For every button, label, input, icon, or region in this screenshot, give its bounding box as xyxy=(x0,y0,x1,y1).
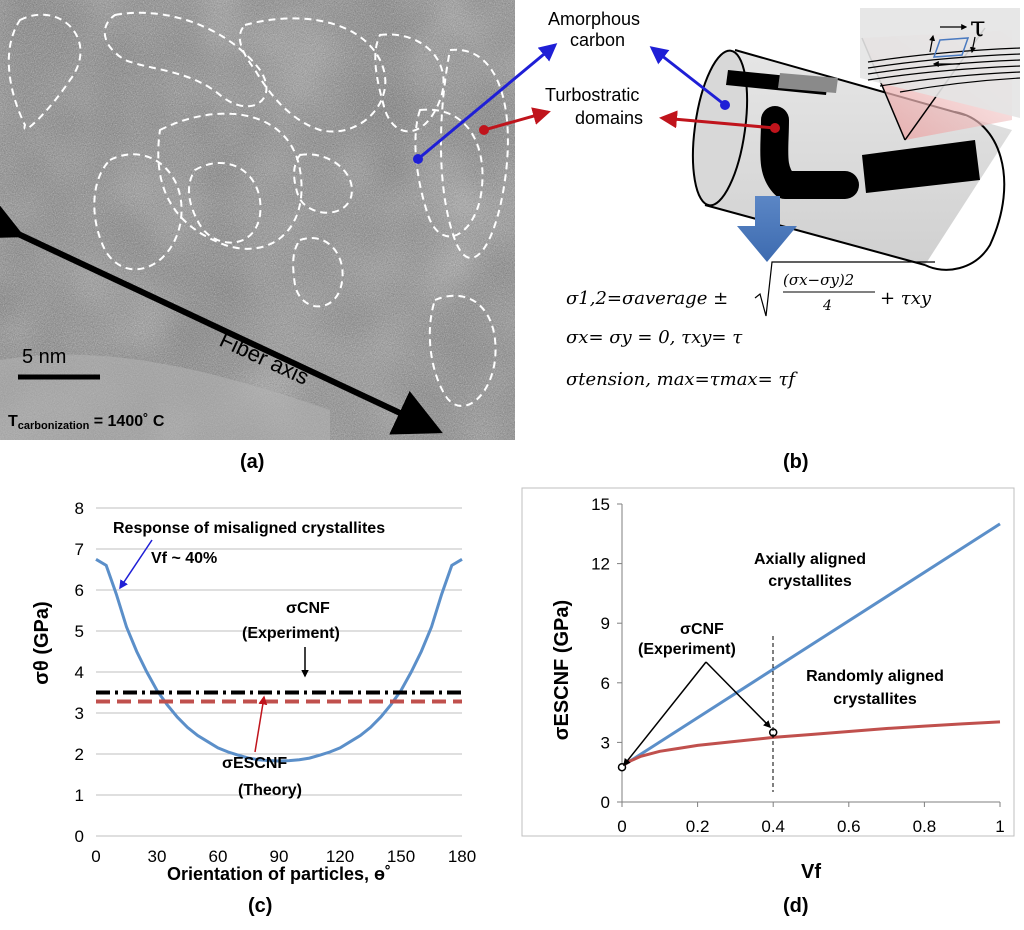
chart-d-xtick: 1 xyxy=(995,817,1004,836)
chart-d-xlabel: Vf xyxy=(801,861,821,883)
chart-c-ytick: 2 xyxy=(75,745,84,764)
cnf-annotation-c: σCNF xyxy=(286,600,330,617)
equation-3: σtension, max=τmax= τf xyxy=(566,369,798,390)
chart-c-ytick: 0 xyxy=(75,827,84,846)
carbonization-temperature: Tcarbonization = 1400˚ C xyxy=(8,413,165,432)
turbostratic-arrow-b xyxy=(659,110,776,130)
chart-c-ytick: 5 xyxy=(75,622,84,641)
chart-d-xtick: 0.2 xyxy=(686,817,710,836)
chart-d-xtick: 0.8 xyxy=(913,817,937,836)
amorphous-label-line2: carbon xyxy=(570,30,625,50)
shear-inset: τ xyxy=(860,8,1021,118)
amorphous-label-line1: Amorphous xyxy=(548,9,640,29)
chart-c-xtick: 0 xyxy=(91,847,100,866)
chart-c-xtick: 120 xyxy=(326,847,354,866)
scale-bar-label: 5 nm xyxy=(22,346,66,368)
axial-annotation-2: crystallites xyxy=(768,573,852,590)
caption-c: (c) xyxy=(248,895,272,917)
chart-d-ytick: 0 xyxy=(601,793,610,812)
chart-c-xtick: 90 xyxy=(270,847,289,866)
fiber-axis-arrow xyxy=(0,194,443,435)
turbostratic-arrow-a xyxy=(483,107,551,132)
caption-d: (d) xyxy=(783,895,809,917)
caption-a: (a) xyxy=(240,451,264,473)
chart-c-xtick: 180 xyxy=(448,847,476,866)
equation-2: σx= σy = 0, τxy= τ xyxy=(566,327,743,348)
chart-c: 0 1 2 3 4 5 6 7 8 0 30 60 90 120 150 180 σθ (GPa) Orien… xyxy=(31,499,476,884)
chart-d-ytick: 12 xyxy=(591,555,610,574)
equation-1-lhs: σ1,2=σaverage ± xyxy=(566,288,728,309)
chart-d-ytick: 15 xyxy=(591,495,610,514)
turbostratic-label-line1: Turbostratic xyxy=(545,85,639,105)
tau-symbol: τ xyxy=(970,10,986,43)
equation-1-denominator: 4 xyxy=(822,298,832,314)
amorphous-arrow-a xyxy=(417,43,558,161)
cnf-experiment-c: (Experiment) xyxy=(242,625,340,642)
down-arrow xyxy=(737,196,797,262)
turbostratic-label-line2: domains xyxy=(575,108,643,128)
chart-d-xtick: 0.6 xyxy=(837,817,861,836)
fiber-cylinder xyxy=(691,49,1012,271)
axial-annotation-1: Axially aligned xyxy=(754,551,866,568)
amorphous-arrow-b xyxy=(649,46,726,107)
cnf-annotation-d: σCNF xyxy=(680,621,724,638)
chart-d: 0 3 6 9 12 15 0 0.2 0.4 0.6 0.8 1 σESCNF (GPa) Vf A… xyxy=(521,487,1015,883)
response-annotation: Response of misaligned crystallites xyxy=(113,520,385,537)
escnf-theory-c: (Theory) xyxy=(238,782,302,799)
chart-c-ylabel: σθ (GPa) xyxy=(31,601,53,684)
equations: σ1,2=σaverage ± (σx−σy)2 4 + τxy σx= σy … xyxy=(566,261,935,390)
chart-c-ytick: 6 xyxy=(75,581,84,600)
chart-d-ytick: 6 xyxy=(601,674,610,693)
vf-annotation: Vf ~ 40% xyxy=(151,550,217,567)
chart-c-xtick: 150 xyxy=(387,847,415,866)
aligned-crystallite xyxy=(862,140,980,193)
chart-d-xtick: 0.4 xyxy=(761,817,785,836)
chart-d-series-1 xyxy=(621,720,1001,768)
chart-c-ytick: 8 xyxy=(75,499,84,518)
chart-c-ytick: 1 xyxy=(75,786,84,805)
escnf-annotation-c: σESCNF xyxy=(222,755,287,772)
random-annotation-1: Randomly aligned xyxy=(806,668,944,685)
caption-b: (b) xyxy=(783,451,809,473)
chart-c-ytick: 4 xyxy=(75,663,84,682)
cnf-experiment-d: (Experiment) xyxy=(638,641,736,658)
chart-c-ytick: 7 xyxy=(75,540,84,559)
chart-d-ytick: 3 xyxy=(601,733,610,752)
panel-a: Fiber axis 5 nm Tcarbonization = 1400˚ C xyxy=(0,0,515,440)
equation-1-numerator: (σx−σy)2 xyxy=(783,271,854,289)
chart-c-xtick: 30 xyxy=(148,847,167,866)
random-annotation-2: crystallites xyxy=(833,691,917,708)
chart-d-series-0 xyxy=(621,522,1001,768)
chart-c-ytick: 3 xyxy=(75,704,84,723)
chart-c-xlabel: Orientation of particles, ɵ˚ xyxy=(167,864,391,884)
panel-b: Amorphous carbon Turbostratic domains xyxy=(417,8,1021,390)
chart-d-xtick: 0 xyxy=(617,817,626,836)
chart-d-ytick: 9 xyxy=(601,614,610,633)
chart-d-ylabel: σESCNF (GPa) xyxy=(551,600,573,740)
equation-1-tail: + τxy xyxy=(880,288,932,309)
chart-c-xtick: 60 xyxy=(209,847,228,866)
